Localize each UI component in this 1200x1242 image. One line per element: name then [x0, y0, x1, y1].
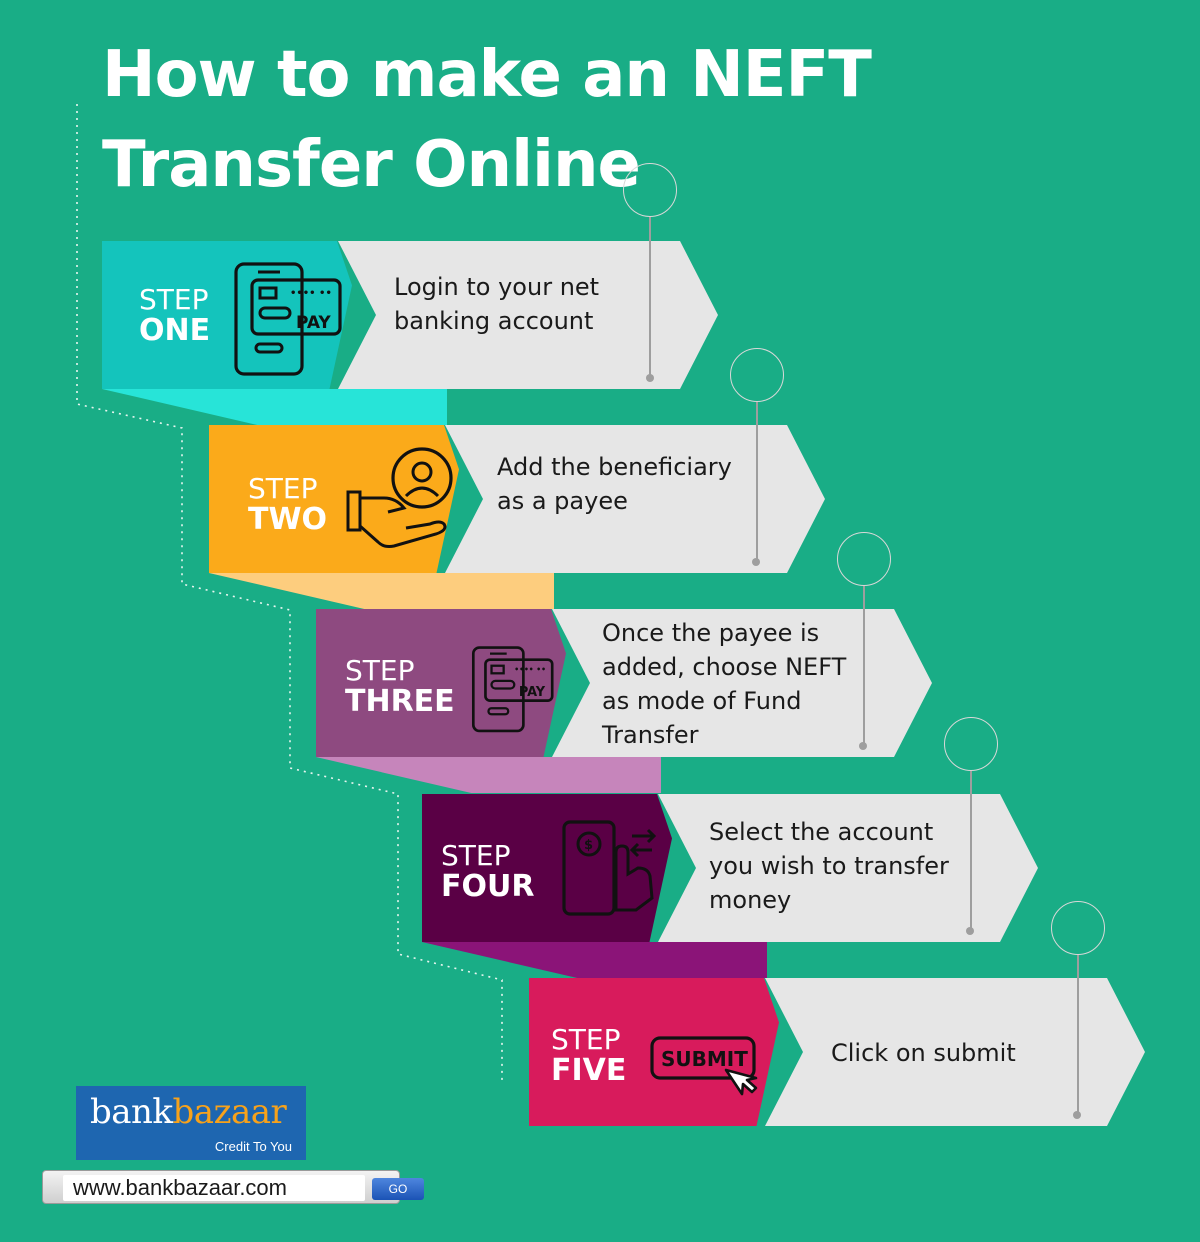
step-two-shadow — [209, 573, 554, 609]
step-one — [0, 241, 1200, 425]
step-three-shadow — [316, 757, 661, 793]
bankbazaar-logo[interactable]: bankbazaar Credit To You — [76, 1086, 306, 1160]
svg-text:•••• ••: •••• •• — [290, 288, 332, 299]
step-four-card — [658, 794, 1038, 942]
title-line-2: Transfer Online — [102, 128, 641, 202]
step-four-text: Select the account you wish to transfer … — [709, 818, 949, 914]
page-title: How to make an NEFT Transfer Online — [102, 30, 1002, 210]
pin-2-circle — [730, 348, 784, 402]
pin-1-line — [649, 217, 651, 377]
hand-user-icon — [346, 447, 453, 548]
money-transfer-icon: $ — [562, 820, 657, 916]
step-five — [0, 978, 1200, 1126]
svg-text:SUBMIT: SUBMIT — [661, 1047, 748, 1071]
step-five-text: Click on submit — [831, 1039, 1016, 1067]
submit-button-icon: SUBMIT — [650, 1036, 758, 1096]
step-two-text: Add the beneficiary as a payee — [497, 453, 732, 515]
svg-text:$: $ — [584, 838, 593, 853]
step-one-number: ONE — [139, 313, 211, 348]
pin-4-line — [970, 771, 972, 931]
pin-3-circle — [837, 532, 891, 586]
pin-1-dot — [646, 374, 654, 382]
step-three-card — [552, 609, 932, 757]
pin-2-line — [756, 402, 758, 562]
title-line-1: How to make an NEFT — [102, 38, 872, 112]
pin-5-line — [1077, 955, 1079, 1115]
pin-2-dot — [752, 558, 760, 566]
pin-5-dot — [1073, 1111, 1081, 1119]
svg-text:•••• ••: •••• •• — [514, 665, 546, 674]
pin-3-dot — [859, 742, 867, 750]
step-one-text: Login to your net banking account — [394, 273, 600, 335]
step-two-word: STEP — [248, 472, 318, 505]
url-field[interactable]: www.bankbazaar.com — [63, 1175, 365, 1201]
step-five-word: STEP — [551, 1023, 621, 1056]
step-two-number: TWO — [248, 502, 328, 537]
mobile-pay-icon: •••• •• PAY — [234, 262, 342, 376]
pin-1-circle — [623, 163, 677, 217]
step-five-number: FIVE — [551, 1053, 627, 1088]
logo-brand-a: bank — [90, 1092, 173, 1132]
step-four-word: STEP — [441, 839, 511, 872]
mobile-pay-icon-2: •••• •• PAY — [471, 646, 554, 733]
logo-brand-b: bazaar — [172, 1092, 287, 1132]
step-two-card — [445, 425, 825, 573]
svg-text:PAY: PAY — [296, 313, 331, 333]
step-four-band — [422, 794, 672, 942]
step-five-band — [529, 978, 779, 1126]
step-one-shadow — [102, 389, 447, 425]
step-three-number: THREE — [345, 684, 455, 719]
svg-text:PAY: PAY — [519, 685, 546, 700]
pin-4-dot — [966, 927, 974, 935]
step-three-text: Once the payee is added, choose NEFT as … — [602, 619, 847, 749]
pin-3-line — [863, 586, 865, 746]
step-one-word: STEP — [139, 283, 209, 316]
step-four-shadow — [422, 942, 767, 978]
url-bar: www.bankbazaar.com GO — [42, 1170, 424, 1204]
logo-tagline: Credit To You — [214, 1139, 292, 1154]
pin-5-circle — [1051, 901, 1105, 955]
pin-4-circle — [944, 717, 998, 771]
step-one-card — [338, 241, 718, 389]
step-three — [0, 609, 1200, 793]
step-three-word: STEP — [345, 654, 415, 687]
go-button[interactable]: GO — [372, 1178, 424, 1200]
step-one-band — [102, 241, 352, 389]
step-five-card — [765, 978, 1145, 1126]
step-four-number: FOUR — [441, 869, 535, 904]
logo-brand: bankbazaar — [90, 1092, 287, 1132]
